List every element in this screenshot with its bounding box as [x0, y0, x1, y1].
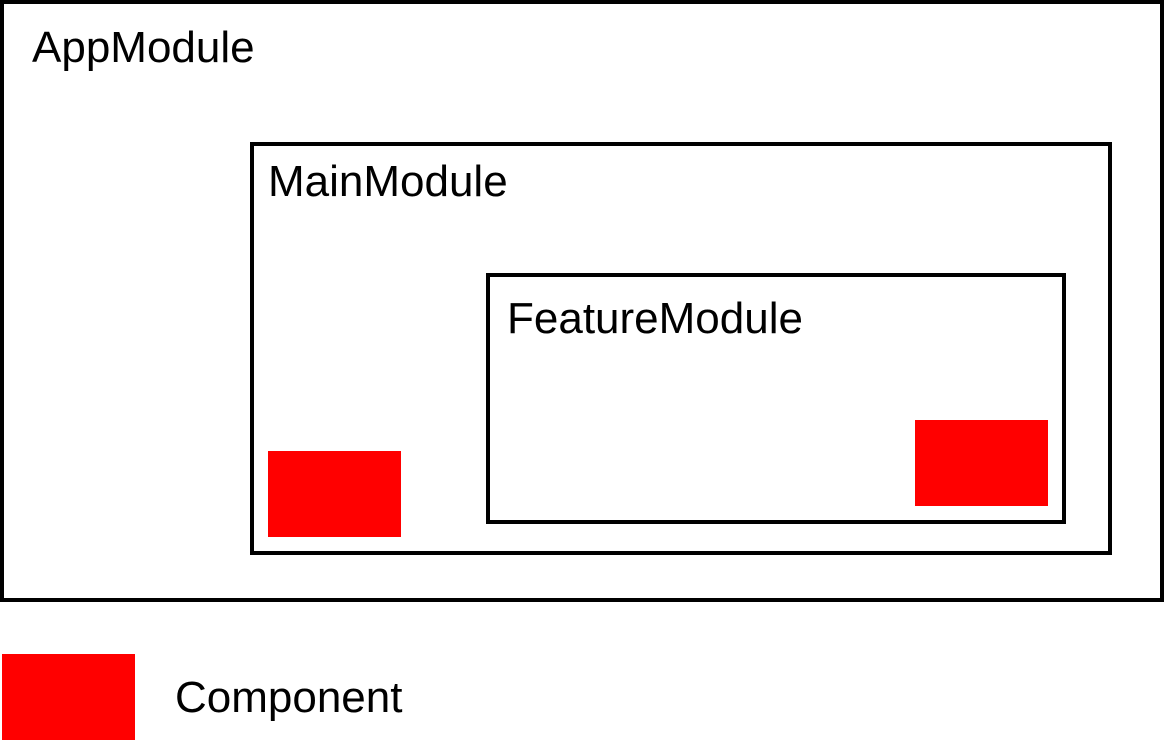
legend-component-label: Component	[175, 673, 403, 722]
main-module-component	[268, 451, 401, 537]
app-module-label: AppModule	[32, 23, 255, 72]
feature-module-component	[915, 420, 1048, 506]
legend-component-swatch	[2, 654, 135, 740]
feature-module-label: FeatureModule	[507, 294, 803, 343]
main-module-label: MainModule	[268, 157, 508, 206]
